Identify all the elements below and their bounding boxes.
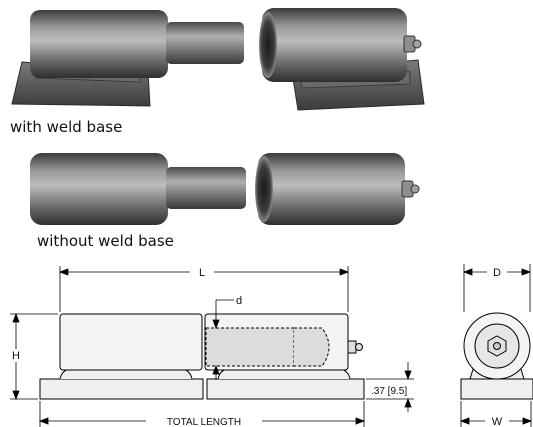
dimension-D	[462, 264, 532, 312]
drawing-grease-nipple	[355, 343, 363, 351]
hinge-pin	[166, 22, 244, 64]
barrel-3	[30, 153, 168, 225]
barrel-4	[258, 153, 405, 225]
dimension-base-thickness-label: .37 [9.5]	[371, 386, 407, 397]
base-plate-right	[206, 378, 365, 400]
drawing-grease-fitting	[347, 340, 357, 354]
dimension-d	[212, 299, 234, 380]
base-plate-left	[39, 378, 204, 400]
barrel-bore-2	[255, 156, 273, 222]
male-hinge-with-weld-base	[11, 10, 244, 107]
dimension-W-label: W	[492, 416, 503, 427]
end-view-nipple	[493, 342, 501, 350]
dimension-total-length-label: TOTAL LENGTH	[167, 417, 241, 427]
grease-fitting-nipple	[412, 39, 422, 49]
caption-with-weld-base: with weld base	[10, 118, 123, 136]
hidden-pin-tip	[294, 327, 330, 367]
dimension-W	[459, 401, 533, 427]
end-view-drawing	[460, 312, 533, 400]
dimension-base-thickness	[366, 362, 414, 412]
grease-fitting-nipple-2	[410, 184, 420, 194]
barrel-left-outline	[59, 313, 203, 371]
dimension-H-label: H	[12, 350, 20, 362]
female-hinge-with-weld-base	[259, 8, 425, 111]
end-view-base	[460, 378, 533, 400]
barrel	[30, 10, 168, 78]
dimension-L	[58, 266, 350, 312]
barrel-bore	[259, 12, 277, 78]
caption-without-weld-base: without weld base	[37, 232, 174, 250]
dimension-L-label: L	[199, 267, 205, 279]
female-hinge-without-weld-base	[255, 153, 420, 225]
dimension-d-label: d	[236, 295, 242, 307]
side-view-drawing	[39, 313, 365, 400]
dimension-H	[10, 312, 58, 401]
dimension-total-length	[38, 401, 366, 427]
barrel-2	[262, 8, 407, 82]
dimension-D-label: D	[493, 267, 501, 279]
male-hinge-without-weld-base	[30, 153, 246, 225]
hinge-pin-2	[166, 167, 246, 209]
hidden-pin	[205, 327, 295, 367]
